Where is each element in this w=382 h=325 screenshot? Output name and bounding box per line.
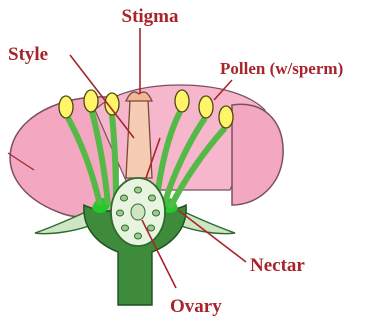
anther-4: [175, 90, 189, 112]
nectar-leader-line: [178, 210, 246, 262]
ovule-4: [117, 210, 124, 216]
ovule-1: [121, 195, 128, 201]
ovary-label: Ovary: [170, 296, 222, 317]
right-petal: [232, 104, 283, 205]
ovule-7: [148, 225, 155, 231]
stigma-label: Stigma: [122, 6, 180, 27]
ovule-6: [122, 225, 129, 231]
nectar-label: Nectar: [250, 255, 305, 276]
anther-5: [199, 96, 213, 118]
ovule-5: [153, 210, 160, 216]
pollen-label: Pollen (w/sperm): [220, 59, 343, 78]
ovule-3: [149, 195, 156, 201]
ovule-8: [135, 233, 142, 239]
style-label: Style: [8, 44, 48, 65]
anther-1: [59, 96, 73, 118]
anther-2: [84, 90, 98, 112]
ovary-center: [131, 204, 145, 220]
anther-6: [219, 106, 233, 128]
pistil-style: [126, 100, 152, 178]
ovule-2: [135, 187, 142, 193]
